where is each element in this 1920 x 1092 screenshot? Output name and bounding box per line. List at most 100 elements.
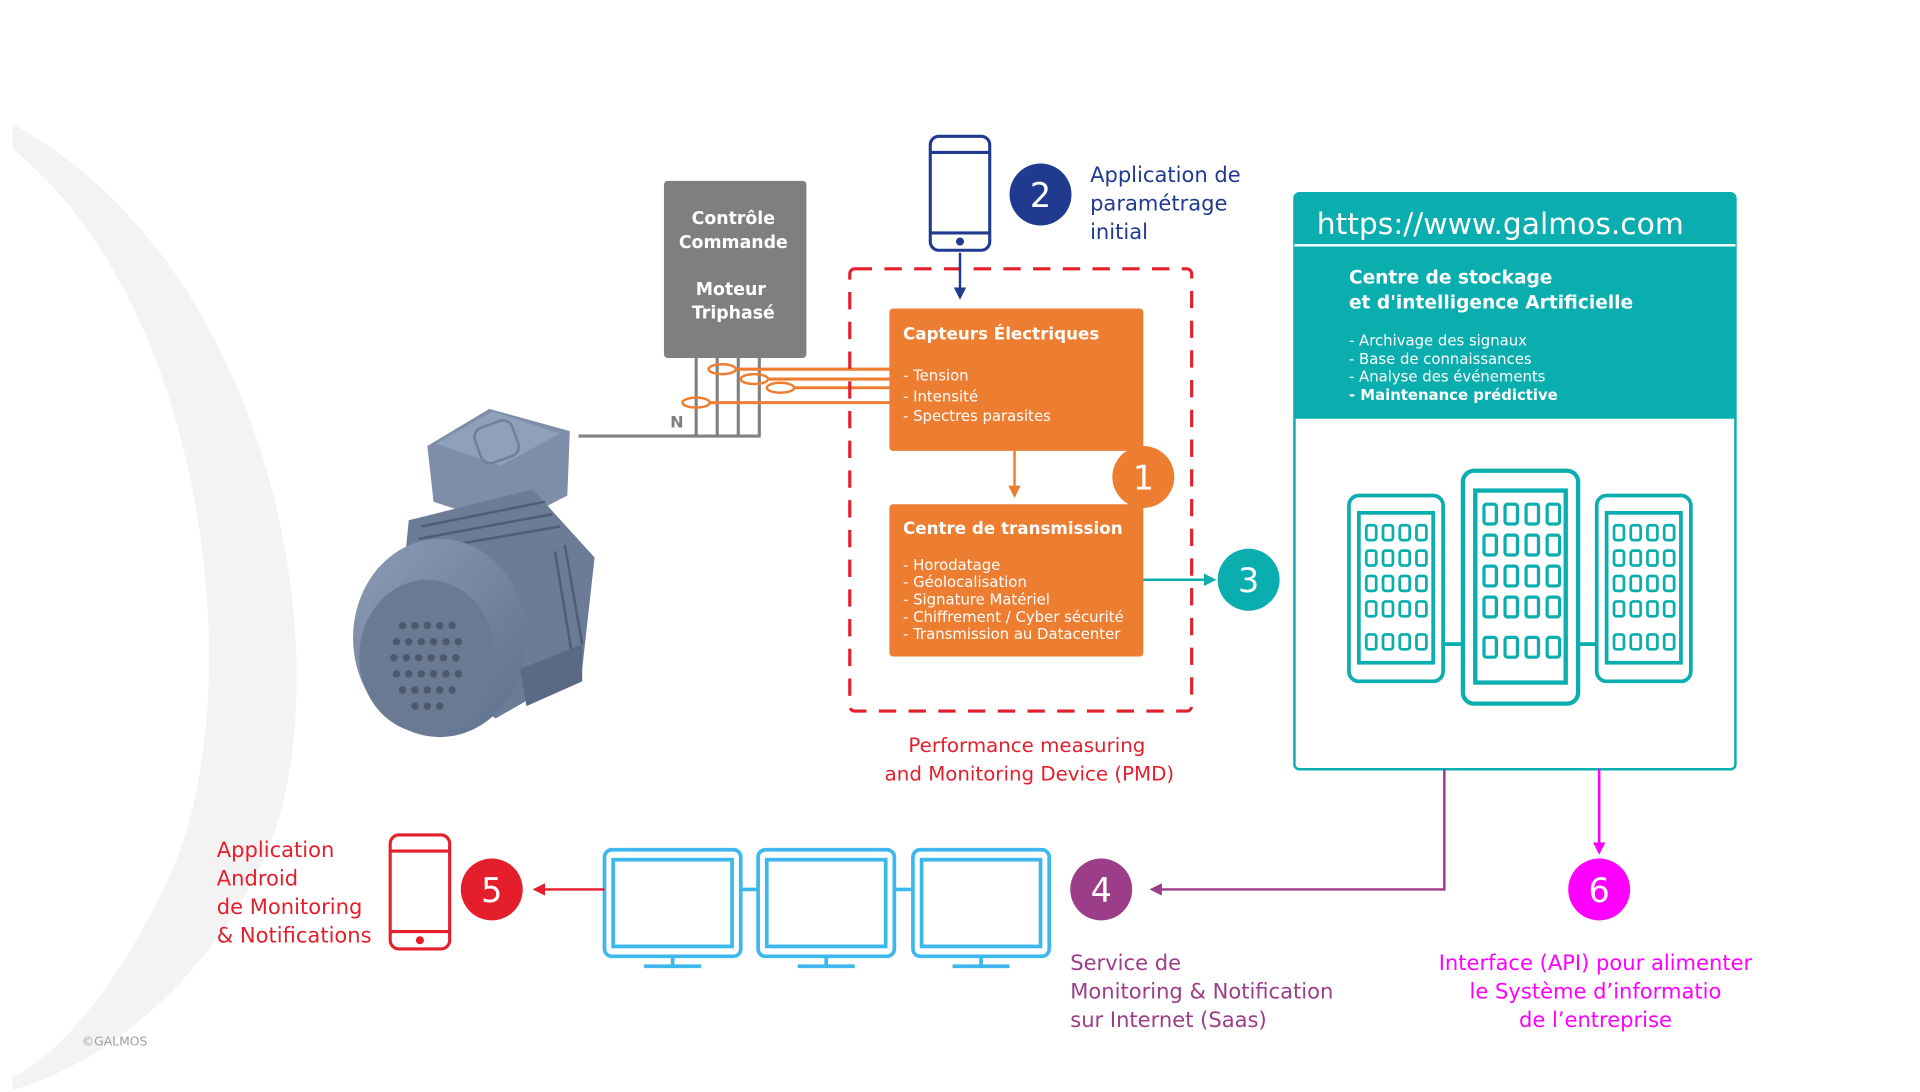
server-slot xyxy=(1662,574,1676,593)
server-slot xyxy=(1629,600,1643,618)
server-slot xyxy=(1398,600,1412,618)
server-slot xyxy=(1646,523,1659,542)
transmission-item: - Chiffrement / Cyber sécurité xyxy=(903,608,1124,626)
phone-android-icon xyxy=(388,833,452,951)
server-slot xyxy=(1482,502,1498,526)
server-slot xyxy=(1364,523,1378,542)
server-slot xyxy=(1612,633,1626,651)
server-slot xyxy=(1482,533,1498,557)
server-slot xyxy=(1398,574,1412,593)
server-slot xyxy=(1503,502,1520,526)
server-slot xyxy=(1364,600,1378,618)
servers-icon xyxy=(1347,468,1693,706)
server-slot xyxy=(1545,635,1562,659)
step-2-label-line3: initial xyxy=(1090,219,1148,244)
step-4-label-line1: Service de xyxy=(1070,950,1181,975)
server-slot xyxy=(1662,600,1676,618)
server-slot xyxy=(1381,574,1395,593)
step-6-label-line2: le Système d’informatio xyxy=(1470,978,1722,1003)
datacenter-item: - Base de connaissances xyxy=(1349,350,1532,368)
step-2-label-line1: Application de xyxy=(1090,162,1241,187)
pmd-boundary xyxy=(848,267,1194,713)
step-4-number: 4 xyxy=(1091,871,1112,910)
datacenter-item: - Archivage des signaux xyxy=(1349,332,1527,350)
server-slot xyxy=(1629,523,1643,542)
control-box-line2: Commande xyxy=(679,233,788,253)
step-3-badge xyxy=(1217,548,1280,611)
server-slot xyxy=(1381,600,1395,618)
server-slot xyxy=(1398,523,1412,542)
step-6-label-line1: Interface (API) pour alimenter xyxy=(1439,950,1753,975)
server-slot xyxy=(1646,574,1659,593)
phone-setup-icon xyxy=(928,134,992,252)
control-box xyxy=(663,180,807,359)
transmission-item: - Transmission au Datacenter xyxy=(903,625,1121,643)
server-slot xyxy=(1415,574,1428,593)
copyright: ©GALMOS xyxy=(82,1035,148,1049)
server-slot xyxy=(1364,549,1378,567)
server-slot xyxy=(1503,595,1520,619)
step-6-number: 6 xyxy=(1589,871,1610,910)
step-2-label-line2: paramétrage xyxy=(1090,191,1227,216)
server-slot xyxy=(1524,564,1541,588)
sensors-item: - Intensité xyxy=(903,387,978,405)
transmission-item: - Géolocalisation xyxy=(903,573,1027,591)
control-box-line1: Contrôle xyxy=(692,209,775,229)
transmission-item: - Horodatage xyxy=(903,556,1000,574)
step-6-label-line3: de l’entreprise xyxy=(1519,1007,1672,1032)
server-slot xyxy=(1612,574,1626,593)
server-slot xyxy=(1482,564,1498,588)
step-1-number: 1 xyxy=(1133,458,1154,497)
server-slot xyxy=(1482,595,1498,619)
transmission-box-title: Centre de transmission xyxy=(903,518,1123,538)
step-5-number: 5 xyxy=(481,871,502,910)
server-slot xyxy=(1364,574,1378,593)
server-slot xyxy=(1415,523,1428,542)
arrow-cloud-to-monitoring xyxy=(1149,769,1446,896)
pmd-label-line1: Performance measuring xyxy=(908,734,1145,757)
server-slot xyxy=(1381,549,1395,567)
server-slot xyxy=(1629,574,1643,593)
step-5-label-line4: & Notifications xyxy=(217,923,372,948)
server-slot xyxy=(1524,502,1541,526)
server-slot xyxy=(1545,564,1562,588)
sensors-item: - Tension xyxy=(903,366,969,384)
server-slot xyxy=(1545,595,1562,619)
datacenter-item: - Analyse des événements xyxy=(1349,368,1546,386)
step-1-badge xyxy=(1112,445,1175,508)
server-slot xyxy=(1482,635,1498,659)
datacenter-title-line2: et d'intelligence Artificielle xyxy=(1349,292,1633,313)
control-box-line4: Triphasé xyxy=(692,303,775,323)
server-slot xyxy=(1381,523,1395,542)
server-slot xyxy=(1524,595,1541,619)
server-slot xyxy=(1646,633,1659,651)
server-slot xyxy=(1662,549,1676,567)
step-4-badge xyxy=(1070,858,1133,921)
neutral-label: N xyxy=(670,412,683,431)
step-5-label-line2: Android xyxy=(217,866,298,891)
server-slot xyxy=(1381,633,1395,651)
server-slot xyxy=(1545,533,1562,557)
transmission-item: - Signature Matériel xyxy=(903,591,1050,609)
sensors-box-title: Capteurs Électriques xyxy=(903,323,1099,343)
control-box-line3: Moteur xyxy=(696,280,767,300)
server-slot xyxy=(1398,633,1412,651)
step-6-badge xyxy=(1568,858,1631,921)
server-slot xyxy=(1524,635,1541,659)
server-slot xyxy=(1612,600,1626,618)
server-slot xyxy=(1364,633,1378,651)
datacenter-url[interactable]: https://www.galmos.com xyxy=(1317,207,1684,242)
server-slot xyxy=(1524,533,1541,557)
server-slot xyxy=(1612,523,1626,542)
server-slot xyxy=(1415,549,1428,567)
datacenter-item-bold: - Maintenance prédictive xyxy=(1349,386,1558,404)
server-slot xyxy=(1612,549,1626,567)
server-slot xyxy=(1503,533,1520,557)
datacenter-header xyxy=(1294,193,1736,419)
step-5-label-line3: de Monitoring xyxy=(217,894,363,919)
server-slot xyxy=(1646,600,1659,618)
server-slot xyxy=(1662,523,1676,542)
step-4-label-line2: Monitoring & Notification xyxy=(1070,978,1333,1003)
server-slot xyxy=(1545,502,1562,526)
